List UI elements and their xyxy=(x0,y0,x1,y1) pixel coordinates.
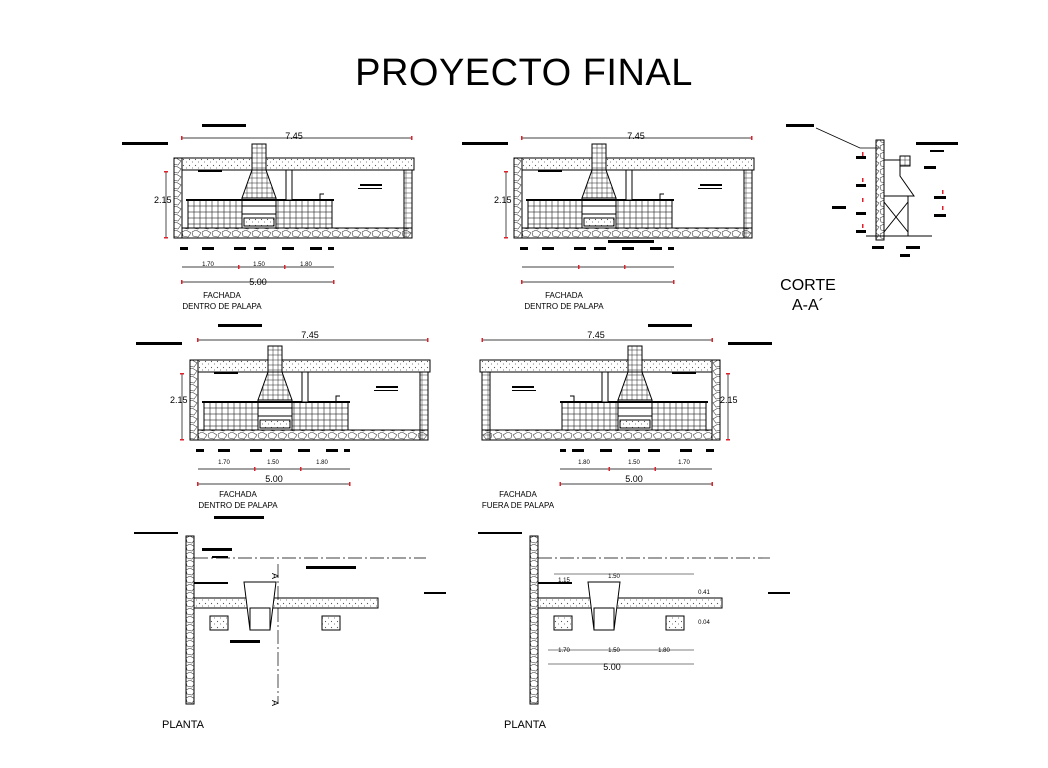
section-label-line1: CORTE xyxy=(780,277,836,294)
caption-2-line1: FACHADA xyxy=(545,291,583,300)
page-title: PROYECTO FINAL xyxy=(355,52,693,94)
cut-marker-bottom: A xyxy=(270,700,280,706)
plan-right xyxy=(477,531,791,705)
view-captions: FACHADA DENTRO DE PALAPA FACHADA DENTRO … xyxy=(182,291,604,510)
seg-b-4: 1.50 xyxy=(608,648,620,654)
caption-2-line2: DENTRO DE PALAPA xyxy=(524,302,604,311)
dim-width-1: 5.00 xyxy=(249,277,267,287)
dim-total-2: 7.45 xyxy=(627,131,645,141)
dim-width-2: 5.00 xyxy=(265,474,283,484)
elevation-2 xyxy=(462,135,755,285)
dim-total-3: 7.45 xyxy=(301,330,319,340)
caption-4-line1: FACHADA xyxy=(499,490,537,499)
elevation-3 xyxy=(136,324,431,519)
plan-dim-right: 0.41 xyxy=(698,590,710,596)
seg-b-5: 1.50 xyxy=(608,574,620,580)
seg-a-3: 1.70 xyxy=(678,460,690,466)
dim-width-4: 5.00 xyxy=(603,662,621,672)
seg-c-2: 1.80 xyxy=(316,460,328,466)
elevation-4 xyxy=(479,324,772,487)
dim-height-2: 2.15 xyxy=(494,195,512,205)
dim-total-1: 7.45 xyxy=(285,131,303,141)
dimension-labels: 7.45 7.45 7.45 7.45 2.15 2.15 2.15 2.15 … xyxy=(154,131,738,672)
segment-labels: 1.70 1.50 1.80 1.70 1.50 1.80 1.80 1.50 … xyxy=(202,262,710,654)
seg-c-3: 1.80 xyxy=(578,460,590,466)
caption-1-line1: FACHADA xyxy=(203,291,241,300)
plan-dim-small: 0.04 xyxy=(698,620,710,626)
seg-b-1: 1.50 xyxy=(253,262,265,268)
seg-a-4: 1.70 xyxy=(558,648,570,654)
section-label-line2: A-A´ xyxy=(792,297,824,314)
section-detail xyxy=(786,124,958,257)
plan-left xyxy=(133,531,447,705)
plan-dim-left: 1.15 xyxy=(558,578,570,584)
caption-3-line1: FACHADA xyxy=(219,490,257,499)
dim-height-4: 2.15 xyxy=(720,395,738,405)
caption-1-line2: DENTRO DE PALAPA xyxy=(182,302,262,311)
dim-height-1: 2.15 xyxy=(154,195,172,205)
seg-c-1: 1.80 xyxy=(300,262,312,268)
cut-marker-top: A xyxy=(270,573,280,579)
elevation-1 xyxy=(122,124,415,285)
seg-a-1: 1.70 xyxy=(202,262,214,268)
plan-captions: PLANTA PLANTA xyxy=(162,719,547,731)
plan-label-1: PLANTA xyxy=(162,719,205,731)
seg-c-4: 1.80 xyxy=(658,648,670,654)
dim-height-3: 2.15 xyxy=(170,395,188,405)
caption-3-line2: DENTRO DE PALAPA xyxy=(198,501,278,510)
seg-a-2: 1.70 xyxy=(218,460,230,466)
seg-b-3: 1.50 xyxy=(628,460,640,466)
dim-width-3: 5.00 xyxy=(625,474,643,484)
plan-label-2: PLANTA xyxy=(504,719,547,731)
cut-markers: A A xyxy=(270,573,280,706)
seg-b-2: 1.50 xyxy=(267,460,279,466)
section-label: CORTE A-A´ xyxy=(780,277,836,314)
dim-total-4: 7.45 xyxy=(587,330,605,340)
caption-4-line2: FUERA DE PALAPA xyxy=(482,501,555,510)
